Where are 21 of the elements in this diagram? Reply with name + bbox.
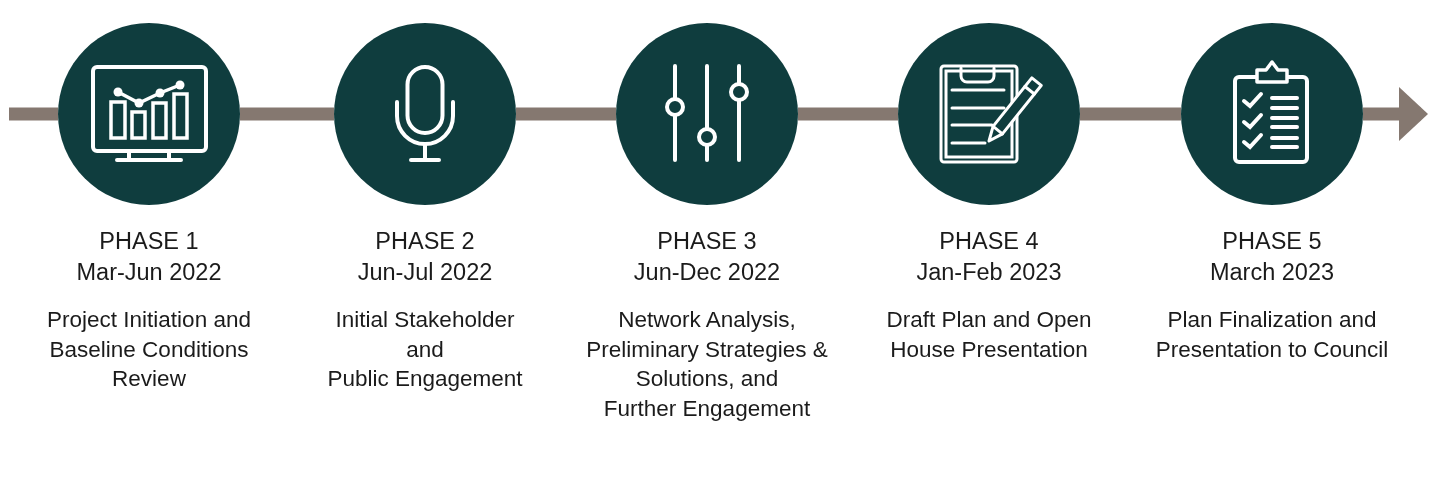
timeline-arrow bbox=[1363, 87, 1428, 141]
timeline-line bbox=[1080, 107, 1181, 121]
date-range: Jan-Feb 2023 bbox=[916, 258, 1062, 287]
phase-description: Draft Plan and Open House Presentation bbox=[886, 306, 1092, 364]
date-range: Mar-Jun 2022 bbox=[76, 258, 222, 287]
timeline-line bbox=[516, 107, 616, 121]
phase-title: PHASE 3 bbox=[657, 227, 757, 256]
phase-description: Plan Finalization and Presentation to Council bbox=[1155, 306, 1389, 364]
timeline-line bbox=[9, 107, 58, 121]
date-range: Jun-Dec 2022 bbox=[633, 258, 781, 287]
phase-title: PHASE 5 bbox=[1222, 227, 1322, 256]
phase-title: PHASE 2 bbox=[375, 227, 475, 256]
timeline-line bbox=[798, 107, 898, 121]
phase-description: Network Analysis, Preliminary Strategies & Solutions, and Further Engagement bbox=[586, 306, 828, 423]
phase-title: PHASE 1 bbox=[99, 227, 199, 256]
date-range: March 2023 bbox=[1209, 258, 1335, 287]
phase-description: Initial Stakeholder and Public Engagement bbox=[327, 306, 523, 393]
phase-title: PHASE 4 bbox=[939, 227, 1039, 256]
date-range: Jun-Jul 2022 bbox=[357, 258, 493, 287]
timeline-line bbox=[240, 107, 334, 121]
phase-description: Project Initiation and Baseline Conditions Review bbox=[47, 306, 251, 393]
